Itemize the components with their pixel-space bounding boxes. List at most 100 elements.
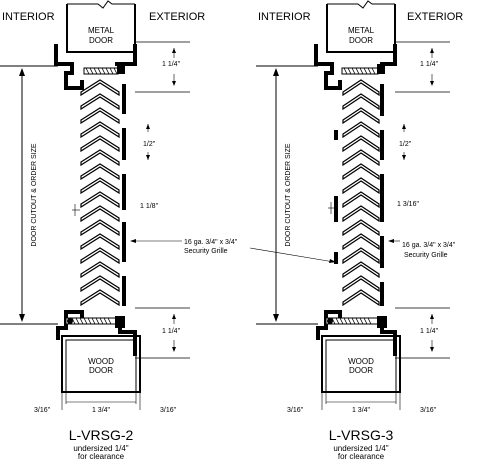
louver-blade [80,191,120,209]
bottom-mid-dim: 1 3/4" [352,407,371,414]
louver-blade [342,121,380,139]
grille-bar [122,174,126,210]
louver-blade [80,135,120,153]
security-grille-bars [334,84,384,306]
louver-blade [342,205,380,223]
louver-detail-vrsg-3: INTERIOR EXTERIOR METAL DOOR WOOD DOOR [249,0,463,461]
dim-louver: 1 3/16" [397,201,419,208]
metal-door-label-2: DOOR [349,36,373,45]
top-fastener [377,64,385,74]
bottom-left-dim: 3/16" [34,407,51,414]
grille-bar [122,276,126,306]
metal-door-label-2: DOOR [89,36,113,45]
grille-bar [122,222,126,262]
interior-label: INTERIOR [258,11,311,23]
louver-blade [342,261,380,279]
grille-bar [380,130,384,160]
louver-blade [342,135,380,153]
louver-detail-vrsg-2: INTERIOR EXTERIOR METAL DOOR WOOD [0,0,238,461]
exterior-label: EXTERIOR [407,11,463,23]
door-cutout-label: DOOR CUTOUT & ORDER SIZE [31,143,38,247]
grille-bar [334,252,338,264]
dim-top: 1 1/4" [420,61,439,68]
louver-blade [342,177,380,195]
wood-door-label: WOOD [88,357,114,366]
grille-bar [122,84,126,114]
louver-blade [342,247,380,265]
grille-bar [380,84,384,116]
wood-door-label-2: DOOR [89,366,113,375]
louver-blade [342,79,380,97]
louver-blade [80,275,120,293]
louver-blade [342,149,380,167]
louver-blade [80,79,120,97]
model-name: L-VRSG-2 [69,427,134,443]
metal-door: METAL DOOR [326,0,396,53]
clearance-note-2: for clearance [338,452,385,461]
louver-blade [80,289,120,307]
louver-blade [80,233,120,251]
grille-bar [380,282,384,306]
louver-blade [342,275,380,293]
dim-louver: 1 1/8" [140,203,159,210]
door-cutout-label: DOOR CUTOUT & ORDER SIZE [285,143,292,247]
bottom-fastener [377,316,387,328]
louver-blade [342,93,380,111]
clearance-note: undersized 1/4" [73,444,128,453]
top-frame-interior [54,44,84,90]
louver-blade [80,261,120,279]
louver-blade [342,233,380,251]
grille-leader [249,247,335,263]
grille-label: 16 ga. 3/4" x 3/4" [184,239,238,246]
dim-mid: 1/2" [143,141,156,148]
metal-door: METAL DOOR [66,0,136,53]
louver-blade [342,219,380,237]
louver-blade [80,107,120,125]
grille-bar [334,130,338,140]
louver-blade [80,121,120,139]
top-fastener [117,64,125,74]
louver-blades [342,79,380,307]
bottom-right-dim: 3/16" [420,407,437,414]
clearance-note: undersized 1/4" [333,444,388,453]
metal-door-label: METAL [88,26,115,35]
exterior-label: EXTERIOR [149,11,205,23]
bottom-left-dim: 3/16" [287,407,304,414]
top-frame-exterior [380,44,397,66]
bottom-right-dim: 3/16" [160,407,177,414]
grille-bar [122,128,126,160]
louver-blade [80,149,120,167]
louver-blade [342,191,380,209]
grille-bar [380,236,384,268]
dim-bottom: 1 1/4" [420,328,439,335]
wood-door: WOOD DOOR [321,335,401,393]
grille-label-2: Security Grille [404,252,448,259]
bottom-fastener [115,316,125,328]
louver-blade [80,205,120,223]
wood-door-label-2: DOOR [349,366,373,375]
interior-label: INTERIOR [2,11,55,23]
louver-blade [342,163,380,181]
top-frame-interior [314,44,342,90]
dim-top: 1 1/4" [162,61,181,68]
louver-blade [80,247,120,265]
dim-bottom: 1 1/4" [162,328,181,335]
louver-blades [80,79,120,307]
clearance-note-2: for clearance [78,452,125,461]
security-grille-bars [122,84,126,306]
wood-door: WOOD DOOR [61,335,141,393]
louver-blade [342,289,380,307]
grille-bar [380,174,384,222]
louver-blade [80,163,120,181]
louver-blade [80,219,120,237]
louver-blade [80,93,120,111]
top-frame-exterior [115,44,137,66]
grille-bar [334,196,338,222]
bottom-mid-dim: 1 3/4" [92,407,111,414]
louver-blade [342,107,380,125]
louver-blade [80,177,120,195]
grille-label: 16 ga. 3/4" x 3/4" [402,242,456,249]
dim-mid: 1/2" [399,141,412,148]
grille-label-2: Security Grille [184,248,228,255]
